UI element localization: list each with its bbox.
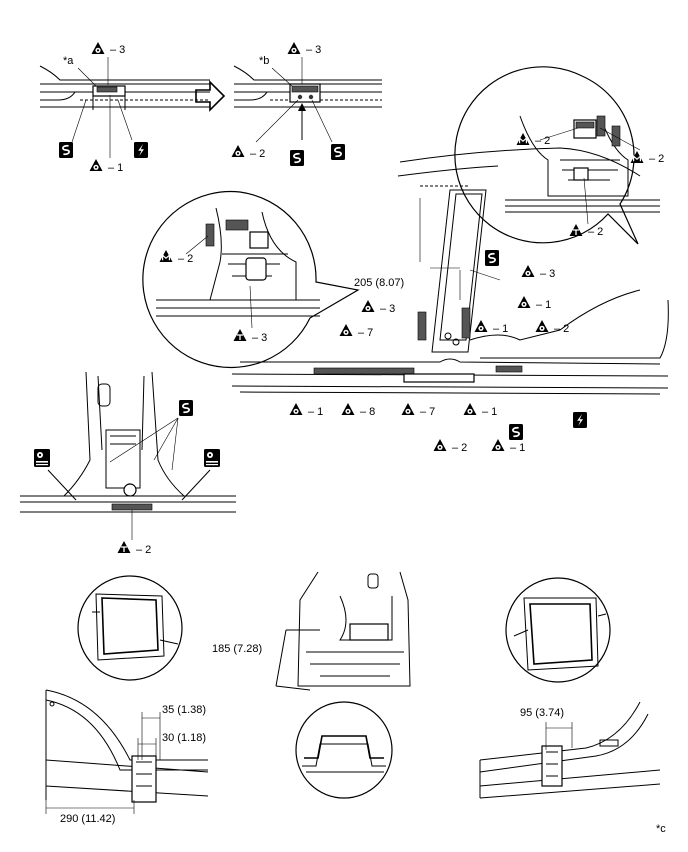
dim-185: 185 (7.28) — [212, 643, 262, 655]
callout-c15: – 2 — [554, 323, 569, 335]
tool-icon — [204, 449, 220, 467]
cross-section-right — [505, 577, 611, 683]
saw-cut-s-icon — [484, 249, 500, 267]
detail-bubble-center-pillar — [142, 190, 360, 369]
saw-cut-s-icon — [508, 423, 524, 441]
callout-c2: – 1 — [108, 162, 123, 174]
callout-c1: – 3 — [110, 44, 125, 56]
callout-c9: – 3 — [252, 332, 267, 344]
spot-weld-circle-o-icon — [521, 265, 535, 277]
spot-weld-circle-o-icon — [463, 403, 477, 415]
dim-205: 205 (8.07) — [354, 277, 404, 289]
callout-c5: – 2 — [535, 135, 550, 147]
spot-weld-circle-o-icon — [289, 403, 303, 415]
cut-lightning-icon — [134, 142, 148, 158]
process-arrow — [195, 80, 226, 112]
dim-290: 290 (11.42) — [60, 813, 115, 825]
callout-c4: – 2 — [250, 148, 265, 160]
cross-section-center — [295, 701, 393, 799]
dim-95: 95 (3.74) — [520, 707, 564, 719]
spot-weld-circle-o-icon — [535, 320, 549, 332]
callout-c10: – 3 — [540, 268, 555, 280]
main-side-panel-view — [231, 147, 669, 395]
spot-weld-circle-o-icon — [287, 42, 301, 54]
rocker-cut-view — [275, 571, 411, 691]
spot-weld-circle-o-icon — [491, 439, 505, 451]
callout-c8: – 2 — [178, 253, 193, 265]
view-mark-b: *b — [259, 55, 269, 67]
cross-section-left — [77, 575, 183, 681]
callout-c14: – 1 — [493, 323, 508, 335]
detail-bubble-upper-right — [454, 66, 660, 245]
spot-weld-circle-o-icon — [401, 403, 415, 415]
spot-weld-circle-o-icon — [339, 324, 353, 336]
callout-c21: – 1 — [510, 442, 525, 454]
saw-cut-s-icon — [178, 399, 194, 417]
spot-weld-circle-o-icon — [517, 296, 531, 308]
saw-cut-s-icon — [289, 149, 305, 167]
dim-35: 35 (1.38) — [162, 704, 206, 716]
callout-c16: – 1 — [308, 406, 323, 418]
view-mark-c: *c — [656, 823, 666, 835]
spot-weld-circle-o-icon — [433, 439, 447, 451]
callout-c22: – 2 — [136, 544, 151, 556]
weld-t-icon — [116, 540, 132, 554]
section-before-view: *a — [39, 55, 210, 158]
callout-c18: – 7 — [420, 406, 435, 418]
dim-30: 30 (1.18) — [162, 732, 206, 744]
callout-c19: – 1 — [482, 406, 497, 418]
view-mark-a: *a — [63, 55, 74, 67]
callout-c13: – 7 — [358, 327, 373, 339]
spot-weld-circle-o-icon — [231, 145, 245, 157]
spot-weld-circle-o-icon — [341, 403, 355, 415]
spot-weld-circle-o-icon — [361, 300, 375, 312]
saw-cut-s-icon — [58, 141, 74, 159]
callout-c7: – 2 — [588, 226, 603, 238]
callout-c3: – 3 — [306, 44, 321, 56]
rocker-left-detail — [45, 689, 209, 814]
section-after-view: *b — [233, 55, 382, 143]
callout-c6: – 2 — [649, 153, 664, 165]
tool-icon — [34, 449, 50, 467]
cut-lightning-icon — [573, 412, 587, 428]
spot-weld-circle-o-icon — [91, 42, 105, 54]
rocker-right-detail — [479, 701, 661, 799]
callout-c20: – 2 — [452, 442, 467, 454]
spot-weld-circle-o-icon — [474, 320, 488, 332]
callout-c12: – 1 — [536, 299, 551, 311]
callout-c11: – 3 — [380, 303, 395, 315]
spot-weld-circle-o-icon — [89, 159, 103, 171]
pillar-base-view — [20, 371, 236, 540]
callout-c17: – 8 — [360, 406, 375, 418]
saw-cut-s-icon — [330, 143, 346, 161]
